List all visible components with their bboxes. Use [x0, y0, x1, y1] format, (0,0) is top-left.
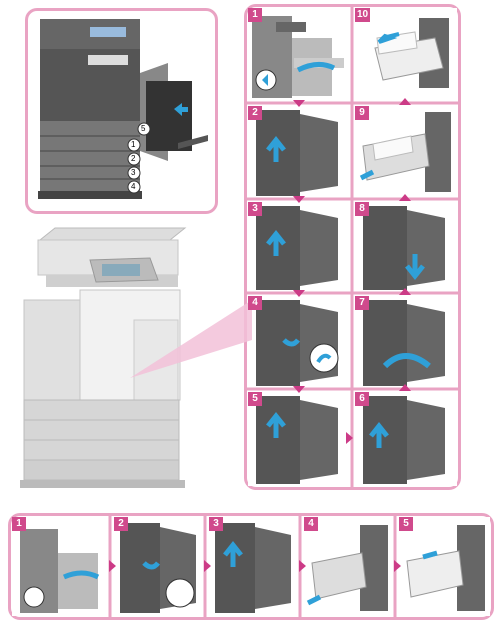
open-door-illustration [215, 523, 291, 613]
tray-drawer-illustration [359, 112, 451, 192]
overview-panel: 5 1 2 3 4 [25, 8, 218, 214]
grid-step-7: 7 [355, 296, 457, 387]
grid-step-2: 2 [248, 106, 350, 197]
copier-side-door-illustration [252, 16, 344, 98]
step-number-badge: 8 [355, 202, 369, 216]
step-number-badge: 3 [209, 517, 223, 531]
step-number-badge: 5 [248, 392, 262, 406]
copier-open-door-illustration [38, 19, 208, 199]
strip-step-4: 4 [304, 517, 393, 616]
step-number-badge: 2 [248, 106, 262, 120]
open-door-illustration [120, 523, 196, 613]
step-number-badge: 4 [304, 517, 318, 531]
grid-step-3: 3 [248, 202, 350, 291]
label-2: 2 [131, 154, 136, 163]
strip-step-2: 2 [114, 517, 203, 616]
label-3: 3 [131, 168, 136, 177]
flow-arrow-up [399, 98, 411, 105]
copier-illustration [20, 227, 187, 488]
step-number-badge: 1 [12, 517, 26, 531]
flow-arrow-up [399, 384, 411, 391]
grid-step-5: 5 [248, 392, 350, 486]
grid-step-1: 1 [248, 8, 350, 101]
step-number-badge: 7 [355, 296, 369, 310]
step-number-badge: 4 [248, 296, 262, 310]
open-door-illustration [256, 300, 339, 386]
step-number-badge: 2 [114, 517, 128, 531]
flow-arrow-up [399, 288, 411, 295]
paper-tray-illustration [374, 18, 449, 88]
step-number-badge: 5 [399, 517, 413, 531]
flow-arrow-down [293, 290, 305, 297]
grid-step-4: 4 [248, 296, 350, 387]
strip-step-1: 1 [12, 517, 108, 616]
flow-arrow-up [399, 194, 411, 201]
grid-step-10: 10 [355, 8, 457, 101]
flow-arrow-right [299, 560, 306, 572]
grid-step-6: 6 [355, 392, 457, 486]
flow-arrow-right [346, 432, 353, 444]
step-number-badge: 6 [355, 392, 369, 406]
flow-arrow-down [293, 100, 305, 107]
paper-tray-illustration [406, 525, 485, 611]
strip-step-3: 3 [209, 517, 298, 616]
tray-drawer-illustration [306, 525, 388, 611]
open-door-illustration [363, 300, 445, 386]
copier-side-door-illustration [20, 529, 100, 613]
step-number-badge: 1 [248, 8, 262, 22]
strip-step-5: 5 [399, 517, 490, 616]
open-door-illustration [256, 110, 338, 196]
step-number-badge: 10 [355, 8, 371, 22]
open-door-illustration [363, 206, 445, 290]
step-number-badge: 9 [355, 106, 369, 120]
open-door-illustration [363, 396, 445, 484]
flow-arrow-right [204, 560, 211, 572]
flow-arrow-down [293, 386, 305, 393]
label-1: 1 [131, 140, 136, 149]
flow-arrow-down [293, 196, 305, 203]
open-door-illustration [256, 206, 338, 290]
flow-arrow-right [394, 560, 401, 572]
flow-arrow-right [109, 560, 116, 572]
step-number-badge: 3 [248, 202, 262, 216]
label-4: 4 [131, 182, 136, 191]
grid-step-9: 9 [355, 106, 457, 197]
label-5: 5 [141, 124, 146, 133]
grid-step-8: 8 [355, 202, 457, 291]
open-door-illustration [256, 396, 338, 484]
